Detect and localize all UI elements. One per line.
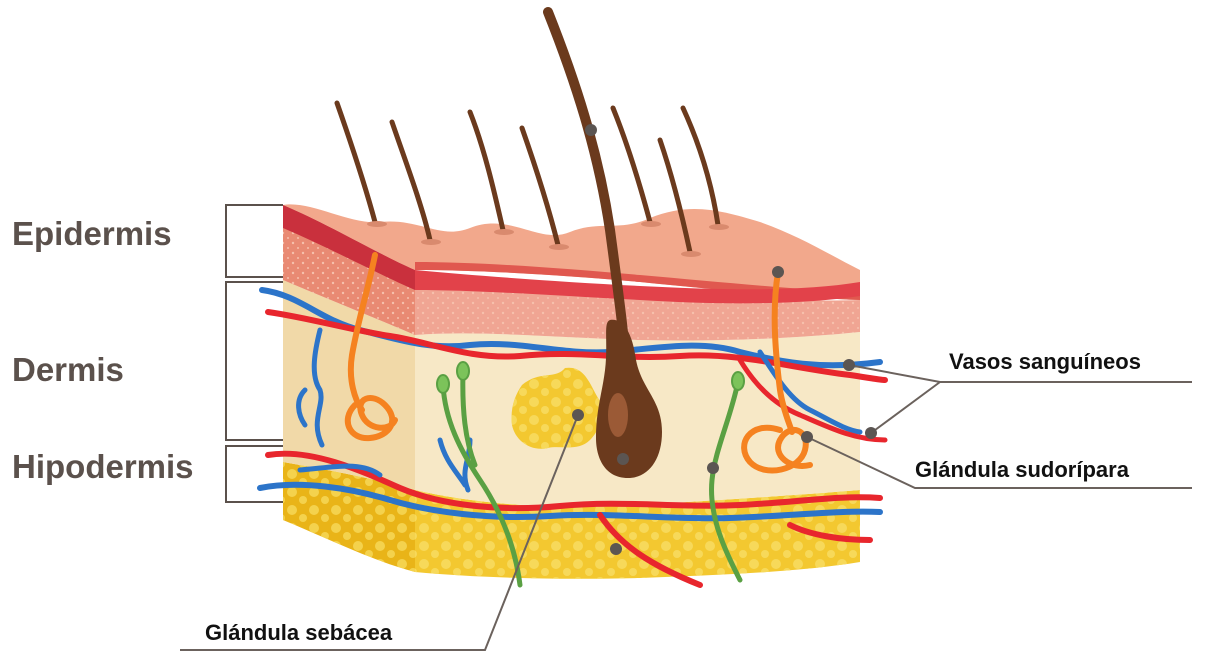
dermis-bracket <box>226 282 283 440</box>
vasos-leader <box>849 365 1192 433</box>
dermis-label: Dermis <box>12 351 124 389</box>
epidermis-bracket <box>226 205 283 277</box>
hipodermis-label: Hipodermis <box>12 448 194 486</box>
layer-brackets <box>226 205 283 502</box>
glandula-sebacea-label: Glándula sebácea <box>205 620 392 646</box>
epidermis-label: Epidermis <box>12 215 172 253</box>
vasos-sanguineos-label: Vasos sanguíneos <box>949 349 1141 375</box>
glandula-sudoripara-label: Glándula sudorípara <box>915 457 1129 483</box>
